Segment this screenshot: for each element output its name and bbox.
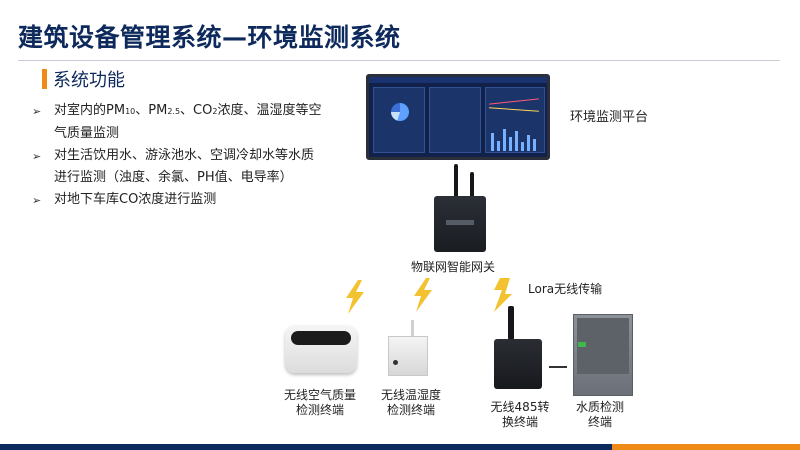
- arrow-bullet-icon: ➢: [32, 150, 42, 163]
- section-accent-bar: [42, 69, 47, 89]
- lightning-icon: [414, 278, 432, 312]
- platform-label: 环境监测平台: [570, 110, 649, 125]
- iot-gateway-image: [434, 196, 486, 252]
- antenna-icon: [508, 306, 514, 340]
- title-divider: [18, 60, 780, 61]
- device-label-water: 水质检测 终端: [575, 400, 624, 429]
- gateway-label: 物联网智能网关: [411, 260, 496, 274]
- antenna-icon: [454, 164, 458, 198]
- rs485-converter-image: [494, 339, 542, 389]
- antenna-icon: [411, 320, 414, 337]
- connector-line: [549, 366, 567, 368]
- device-label-485: 无线485转 换终端: [490, 400, 550, 429]
- list-item: ➢ 对地下车库CO浓度进行监测: [32, 189, 322, 212]
- antenna-icon: [470, 172, 474, 198]
- pie-graphic: [391, 103, 409, 121]
- status-led-icon: [578, 342, 586, 347]
- section-heading: 系统功能: [42, 66, 125, 92]
- list-item: ➢ 对室内的PM10、PM2.5、CO2浓度、温湿度等空气质量监测: [32, 100, 322, 145]
- lightning-icon: [494, 278, 512, 312]
- arrow-bullet-icon: ➢: [32, 194, 42, 207]
- page-title: 建筑设备管理系统—环境监测系统: [18, 23, 401, 52]
- arrow-bullet-icon: ➢: [32, 105, 42, 118]
- lora-label: Lora无线传输: [528, 282, 603, 296]
- device-label-temp-humidity: 无线温湿度 检测终端: [380, 388, 441, 417]
- footer-stripe-navy: [0, 444, 612, 450]
- platform-screen-image: [366, 74, 550, 160]
- footer-stripe-orange: [612, 444, 800, 450]
- section-title: 系统功能: [53, 70, 125, 91]
- device-label-air: 无线空气质量 检测终端: [283, 388, 356, 417]
- temp-humidity-sensor-image: [388, 336, 428, 376]
- list-item: ➢ 对生活饮用水、游泳池水、空调冷却水等水质进行监测（浊度、余氯、PH值、电导率…: [32, 145, 322, 189]
- lightning-icon: [346, 280, 364, 314]
- feature-list: ➢ 对室内的PM10、PM2.5、CO2浓度、温湿度等空气质量监测 ➢ 对生活饮…: [32, 100, 322, 212]
- air-quality-sensor-image: [285, 325, 357, 373]
